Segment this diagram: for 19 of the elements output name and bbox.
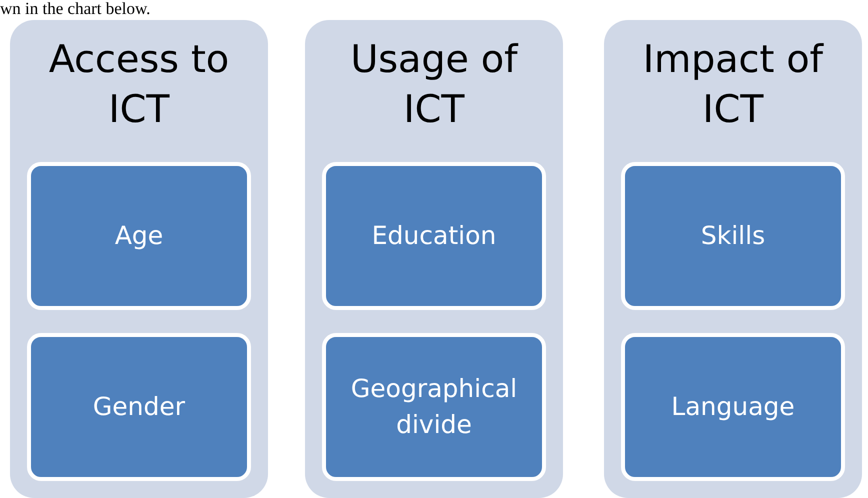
panel-heading: Usage of ICT: [349, 36, 520, 133]
category-panel: [604, 20, 862, 498]
factor-label: Education: [372, 220, 496, 252]
factor-label: Gender: [92, 391, 186, 423]
factor-label: Age: [114, 220, 164, 252]
factor-box: [322, 162, 546, 310]
factor-label: Skills: [700, 220, 766, 252]
factor-box: [621, 333, 845, 481]
note-text: wn in the chart below.: [0, 0, 150, 18]
factor-label: Language: [671, 391, 795, 423]
category-panel: [10, 20, 268, 498]
factor-box: [27, 333, 251, 481]
panel-heading: Impact of ICT: [642, 36, 825, 133]
factor-label: Geographical divide: [350, 373, 518, 441]
panel-heading: Access to ICT: [48, 36, 230, 133]
factor-box: [322, 333, 546, 481]
category-panel: [305, 20, 563, 498]
factor-box: [621, 162, 845, 310]
factor-box: [27, 162, 251, 310]
